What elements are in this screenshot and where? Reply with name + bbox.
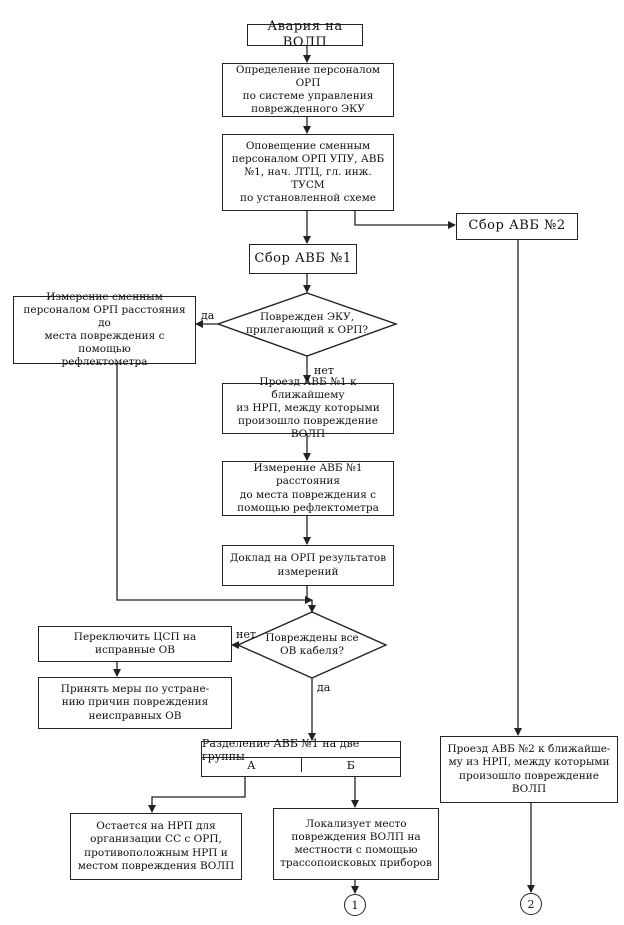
- split-a: А: [202, 758, 302, 772]
- travel2-box: Проезд АВБ №2 к ближайше- му из НРП, меж…: [440, 736, 618, 803]
- travel1-text: Проезд АВБ №1 к ближайшему из НРП, между…: [236, 375, 380, 441]
- collect2-box: Сбор АВБ №2: [456, 213, 578, 240]
- collect2-text: Сбор АВБ №2: [468, 218, 566, 234]
- travel1-box: Проезд АВБ №1 к ближайшему из НРП, между…: [222, 376, 394, 440]
- notify-box: Оповещение сменным персоналом ОРП УПУ, А…: [222, 134, 394, 211]
- determine-box: Определение персоналом ОРП по системе уп…: [222, 63, 394, 117]
- measure-avb-text: Измерение АВБ №1 расстояния до места пов…: [237, 462, 379, 514]
- decision1-text: Поврежден ЭКУ, прилегающий к ОРП?: [246, 310, 368, 336]
- no1-label: нет: [314, 364, 334, 377]
- measure-orp-box: Измерение сменным персоналом ОРП расстоя…: [13, 291, 196, 368]
- determine-text: Определение персоналом ОРП по системе уп…: [235, 63, 381, 116]
- start-text: Авария на ВОЛП: [267, 18, 343, 50]
- split-title: Разделение АВБ №1 на две группы: [202, 737, 400, 763]
- measure-orp-text: Измерение сменным персоналом ОРП расстоя…: [23, 290, 186, 369]
- localize-box: Локализует место повреждения ВОЛП на мес…: [273, 808, 439, 880]
- start-box: Авария на ВОЛП: [247, 19, 363, 50]
- split-b: Б: [346, 758, 355, 772]
- no2-label: нет: [236, 628, 256, 641]
- connector-1: 1: [344, 894, 366, 916]
- remains-box: Остается на НРП для организации СС с ОРП…: [70, 813, 242, 880]
- notify-text: Оповещение сменным персоналом ОРП УПУ, А…: [231, 139, 385, 205]
- measures-text: Принять меры по устране- нию причин повр…: [60, 683, 210, 722]
- measures-box: Принять меры по устране- нию причин повр…: [38, 677, 232, 729]
- switch-text: Переключить ЦСП на исправные ОВ: [73, 630, 197, 656]
- report-text: Доклад на ОРП результатов измерений: [229, 552, 387, 578]
- report-box: Доклад на ОРП результатов измерений: [222, 545, 394, 586]
- connector-2: 2: [520, 893, 542, 915]
- remains-text: Остается на НРП для организации СС с ОРП…: [77, 820, 235, 872]
- travel2-text: Проезд АВБ №2 к ближайше- му из НРП, меж…: [447, 743, 611, 795]
- decision2-diamond: [236, 611, 388, 679]
- switch-box: Переключить ЦСП на исправные ОВ: [38, 626, 232, 662]
- collect1-box: Сбор АВБ №1: [249, 244, 357, 274]
- collect1-text: Сбор АВБ №1: [254, 250, 352, 266]
- localize-text: Локализует место повреждения ВОЛП на мес…: [280, 817, 432, 870]
- yes1-label: да: [201, 309, 215, 322]
- measure-avb-box: Измерение АВБ №1 расстояния до места пов…: [222, 461, 394, 516]
- split-box: Разделение АВБ №1 на две группы А Б: [201, 737, 401, 777]
- decision1-diamond: [215, 292, 399, 357]
- yes2-label: да: [317, 681, 331, 694]
- decision2-text: Повреждены все ОВ кабеля?: [265, 631, 359, 657]
